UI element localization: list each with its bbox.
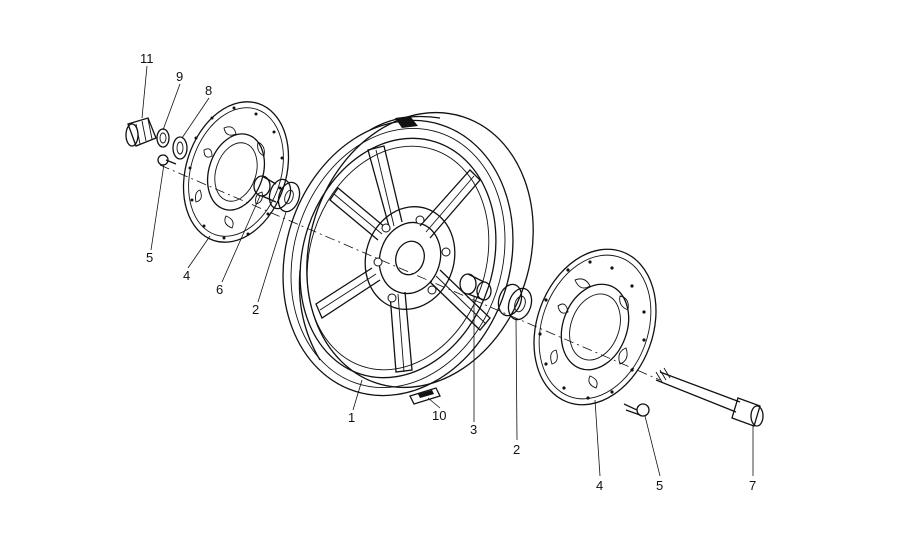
callout-5-right: 5 bbox=[656, 478, 663, 493]
washer-9 bbox=[156, 128, 170, 148]
wheel-spokes bbox=[315, 145, 491, 373]
callout-labels: 11 9 8 5 4 6 2 1 10 3 2 4 5 7 bbox=[140, 51, 756, 493]
callout-2-left: 2 bbox=[252, 302, 259, 317]
callout-5-left: 5 bbox=[146, 250, 153, 265]
callout-7: 7 bbox=[749, 478, 756, 493]
callout-4-left: 4 bbox=[183, 268, 190, 283]
brake-disc-right bbox=[533, 248, 657, 406]
wheel-axle bbox=[655, 367, 764, 427]
callout-10: 10 bbox=[432, 408, 446, 423]
bearing-left bbox=[268, 178, 301, 213]
callout-11: 11 bbox=[140, 51, 154, 66]
callout-4-right: 4 bbox=[596, 478, 603, 493]
callout-6: 6 bbox=[216, 282, 223, 297]
wheel-rim bbox=[282, 111, 534, 397]
wheel-hub bbox=[364, 206, 456, 310]
axle-nut bbox=[125, 117, 157, 147]
leader-lines bbox=[141, 65, 754, 477]
hub-spacer bbox=[459, 273, 492, 301]
callout-1: 1 bbox=[348, 410, 355, 425]
brake-disc-left bbox=[182, 101, 290, 243]
callout-9: 9 bbox=[176, 69, 183, 84]
callout-2-right: 2 bbox=[513, 442, 520, 457]
callout-8: 8 bbox=[205, 83, 212, 98]
disc-bolt-right bbox=[623, 403, 650, 417]
washer-8 bbox=[172, 136, 188, 160]
spacer-left bbox=[253, 175, 277, 203]
callout-3: 3 bbox=[470, 422, 477, 437]
balance-weight bbox=[409, 387, 441, 405]
bearing-right bbox=[497, 283, 533, 321]
disc-bolt-left bbox=[157, 154, 177, 166]
